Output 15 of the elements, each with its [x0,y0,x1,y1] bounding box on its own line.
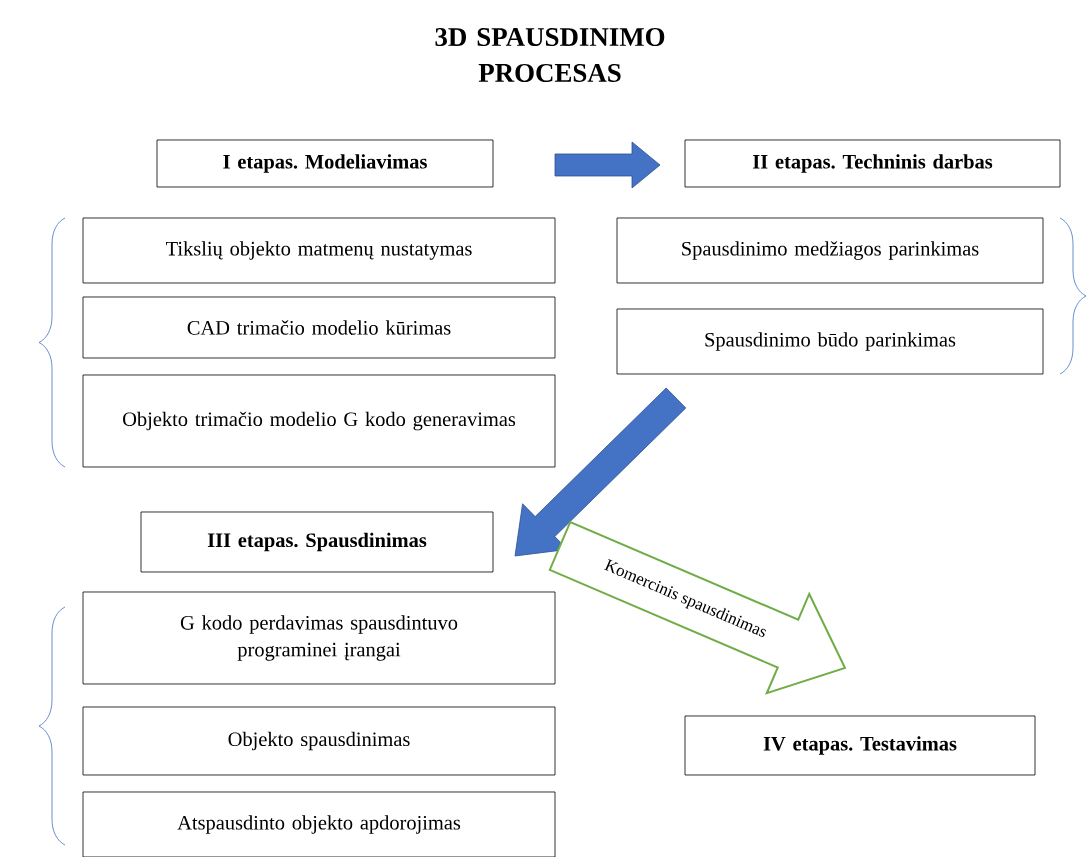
step-box: Spausdinimo būdo parinkimas [616,308,1044,375]
step-box: Tikslių objekto matmenų nustatymas [82,217,556,284]
step-box: CAD trimačio modelio kūrimas [82,296,556,359]
block-arrow [514,387,687,557]
title: 3D SPAUSDINIMO PROCESAS [435,28,665,82]
step-box: G kodo perdavimas spausdintuvo programinei įrangai [82,591,556,685]
step-box: Spausdinimo medžiagos parinkimas [616,217,1044,284]
step-box: Objekto spausdinimas [82,706,556,776]
step-box: Atspausdinto objekto apdorojimas [82,791,556,857]
step-box: Objekto trimačio modelio G kodo generavimas [82,374,556,468]
stage-box: I etapas. Modeliavimas [156,139,494,188]
stage-box: IV etapas. Testavimas [684,715,1036,776]
stage-box: III etapas. Spausdinimas [140,511,494,573]
stage-box: II etapas. Techninis darbas [684,139,1061,188]
block-arrow [554,141,661,189]
